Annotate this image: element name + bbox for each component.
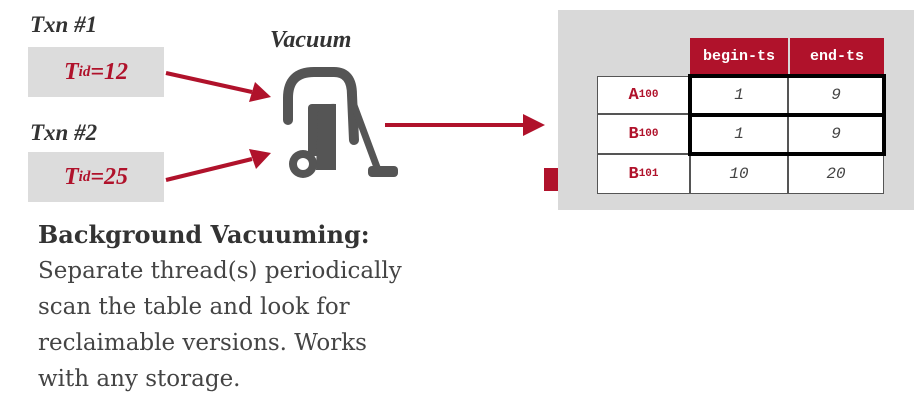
vacuum-title: Vacuum (270, 27, 352, 53)
txn-2-tid-sub: id (78, 168, 91, 185)
row-1-name: A (628, 85, 639, 105)
row-3-end-ts: 20 (788, 154, 884, 194)
txn-2-label: Txn #2 (30, 120, 98, 145)
txn-1-tid-value: =12 (90, 58, 129, 85)
txn-1-label: Txn #1 (30, 12, 98, 37)
row-1-begin-ts: 1 (690, 76, 788, 114)
description-line-3: reclaimable versions. Works (38, 330, 367, 356)
row-2-version: 100 (638, 128, 659, 140)
vacuum-cleaner-icon (283, 67, 398, 178)
header-end-ts: end-ts (790, 38, 884, 74)
row-2-begin-ts: 1 (690, 114, 788, 154)
txn-2-arrow (165, 149, 271, 182)
description-title: Background Vacuuming: (38, 220, 370, 249)
row-3-name: B (628, 164, 639, 184)
row-2-name: B (628, 124, 639, 144)
vacuum-to-table-arrow (385, 114, 545, 136)
description-line-2: scan the table and look for (38, 294, 350, 320)
txn-1-tid-prefix: T (63, 58, 79, 85)
description-line-4: with any storage. (38, 366, 241, 392)
txn-2-tid-prefix: T (63, 163, 79, 190)
row-1-version: 100 (638, 89, 659, 101)
row-3-begin-ts: 10 (690, 154, 788, 194)
row-3-version: 101 (638, 168, 659, 180)
description-line-1: Separate thread(s) periodically (38, 258, 402, 284)
row-2-end-ts: 9 (788, 114, 884, 154)
txn-2-tid-value: =25 (90, 163, 129, 190)
header-begin-ts: begin-ts (690, 38, 788, 74)
txn-1-arrow (165, 71, 271, 102)
row-1-end-ts: 9 (788, 76, 884, 114)
txn-1-tid-sub: id (78, 63, 91, 80)
